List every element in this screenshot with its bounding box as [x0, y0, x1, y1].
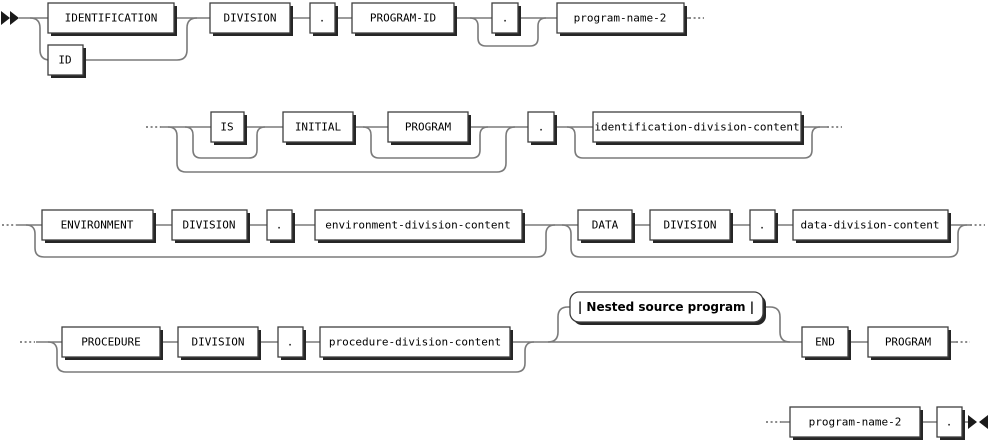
row2: IS INITIAL PROGRAM . identification-divi…: [146, 111, 842, 173]
row4: PROCEDURE DIVISION . procedure-division-…: [20, 291, 970, 373]
terminal-division-2-label: DIVISION: [183, 219, 236, 232]
terminal-period-4: .: [266, 209, 295, 243]
terminal-division-1: DIVISION: [209, 2, 293, 36]
terminal-data: DATA: [577, 209, 635, 243]
terminal-identification: IDENTIFICATION: [47, 2, 177, 36]
terminal-is-label: IS: [220, 121, 233, 134]
terminal-program-2: PROGRAM: [867, 326, 951, 360]
terminal-division-3-label: DIVISION: [664, 219, 717, 232]
terminal-program-2-label: PROGRAM: [885, 336, 932, 349]
terminal-identification-label: IDENTIFICATION: [65, 12, 158, 25]
terminal-period-6-label: .: [287, 336, 294, 349]
terminal-period-2-label: .: [502, 12, 509, 25]
row2-outer-bypass-rail: [167, 126, 516, 173]
fragment-nested-source-program: | Nested source program |: [569, 291, 766, 325]
terminal-end: END: [801, 326, 851, 360]
row2-program-bypass-rail: [362, 126, 489, 159]
row2-content-bypass-rail: [566, 126, 821, 159]
terminal-procedure-label: PROCEDURE: [81, 336, 141, 349]
end-arrow-icon: [968, 415, 988, 429]
terminal-period-4-label: .: [276, 219, 283, 232]
terminal-period-1: .: [309, 2, 338, 36]
variable-program-name-2-bottom: program-name-2: [789, 406, 923, 440]
terminal-period-7-label: .: [946, 416, 953, 429]
terminal-period-5-label: .: [759, 219, 766, 232]
row1-optional-period-bypass-rail: [469, 17, 547, 47]
row4-nested-loop-right-rail: [763, 306, 791, 343]
variable-environment-division-content-label: environment-division-content: [325, 219, 510, 232]
terminal-id: ID: [47, 44, 86, 78]
variable-identification-division-content: identification-division-content: [592, 111, 804, 145]
terminal-division-3: DIVISION: [649, 209, 733, 243]
terminal-end-label: END: [815, 336, 835, 349]
terminal-environment: ENVIRONMENT: [41, 209, 156, 243]
row3: ENVIRONMENT DIVISION . environment-divis…: [2, 209, 985, 258]
row4-nested-loop-left-rail: [547, 306, 570, 343]
terminal-initial: INITIAL: [282, 111, 356, 145]
terminal-program-1-label: PROGRAM: [405, 121, 452, 134]
terminal-period-6: .: [277, 326, 306, 360]
terminal-data-label: DATA: [592, 219, 619, 232]
terminal-is: IS: [210, 111, 247, 145]
start-arrow-icon: [1, 11, 19, 25]
terminal-period-2: .: [491, 2, 521, 36]
variable-identification-division-content-label: identification-division-content: [594, 121, 799, 134]
terminal-program-id-label: PROGRAM-ID: [370, 12, 436, 25]
row5: program-name-2 .: [766, 406, 988, 440]
terminal-program-id: PROGRAM-ID: [351, 2, 457, 36]
terminal-division-2: DIVISION: [171, 209, 250, 243]
terminal-program-1: PROGRAM: [387, 111, 471, 145]
variable-program-name-2-bottom-label: program-name-2: [809, 416, 902, 429]
terminal-initial-label: INITIAL: [295, 121, 342, 134]
terminal-division-4-label: DIVISION: [192, 336, 245, 349]
variable-procedure-division-content-label: procedure-division-content: [329, 336, 501, 349]
terminal-division-1-label: DIVISION: [224, 12, 277, 25]
terminal-environment-label: ENVIRONMENT: [61, 219, 134, 232]
variable-procedure-division-content: procedure-division-content: [319, 326, 513, 360]
variable-data-division-content-label: data-division-content: [800, 219, 939, 232]
variable-program-name-2: program-name-2: [556, 2, 687, 36]
terminal-id-label: ID: [58, 54, 71, 67]
row1-id-branch-rail: [29, 17, 198, 61]
variable-program-name-2-label: program-name-2: [574, 12, 667, 25]
terminal-period-7: .: [936, 406, 965, 440]
terminal-period-3: .: [527, 111, 557, 145]
row4-procedure-group-bypass-rail: [47, 341, 535, 373]
terminal-procedure: PROCEDURE: [61, 326, 163, 360]
row2-is-bypass-rail: [184, 126, 266, 159]
terminal-period-5: .: [749, 209, 778, 243]
terminal-division-4: DIVISION: [177, 326, 261, 360]
terminal-period-3-label: .: [538, 121, 545, 134]
terminal-period-1-label: .: [319, 12, 326, 25]
row3-environment-group-bypass-rail: [25, 224, 556, 258]
row3-data-group-bypass-rail: [561, 224, 968, 258]
variable-environment-division-content: environment-division-content: [314, 209, 525, 243]
row1: IDENTIFICATION ID DIVISION . PROGRAM-ID …: [1, 2, 704, 78]
fragment-nested-source-program-label: | Nested source program |: [578, 300, 754, 314]
variable-data-division-content: data-division-content: [792, 209, 951, 243]
